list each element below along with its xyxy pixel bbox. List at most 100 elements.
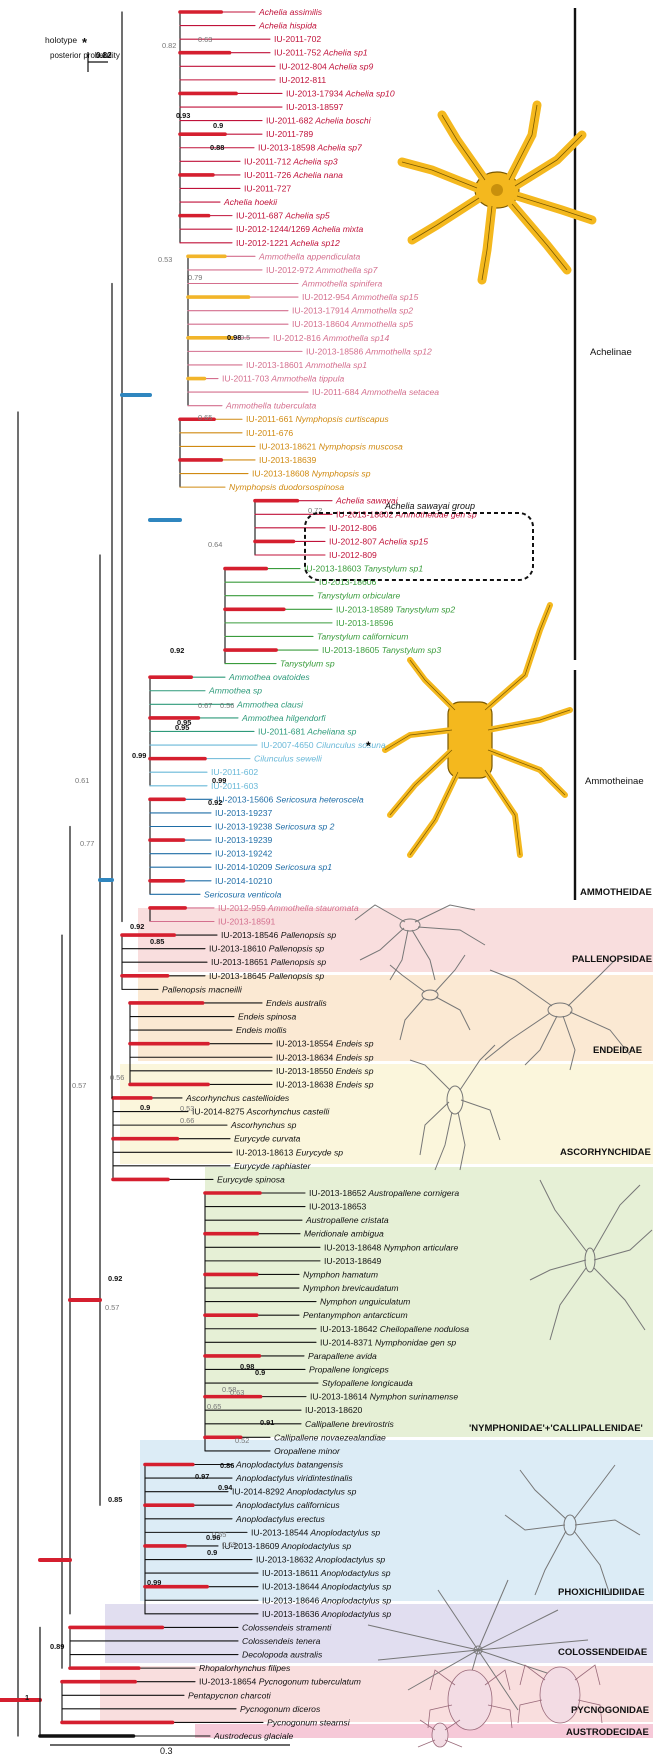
species-name: Sericosura sp1: [272, 862, 332, 872]
species-name: Austropallene cornigera: [366, 1188, 459, 1198]
species-name: Anoplodactylus sp: [308, 1527, 380, 1537]
specimen-id: IU-2013-18639: [259, 455, 317, 465]
tip-label: Austrodecus glaciale: [213, 1731, 294, 1741]
species-name: Ammothella tuberculata: [225, 401, 317, 411]
support-value: 0.88: [210, 143, 224, 152]
species-name: Tanystylum californicum: [317, 631, 408, 641]
tip-label: IU-2013-18596: [336, 618, 394, 628]
tip-label: IU-2012-1244/1269 Achelia mixta: [236, 224, 363, 234]
tip-label: Tanystylum sp: [280, 659, 335, 669]
species-name: Endeis mollis: [236, 1025, 287, 1035]
species-name: Achelia sp5: [283, 211, 330, 221]
specimen-id: IU-2013-18614: [310, 1392, 368, 1402]
tip-label: IU-2013-18620: [305, 1405, 363, 1415]
specimen-id: IU-2013-18597: [286, 102, 344, 112]
species-name: Achelia sp9: [327, 61, 374, 71]
species-name: Nymphonidae gen sp: [373, 1337, 457, 1347]
tip-label: IU-2013-18654 Pycnogonum tuberculatum: [199, 1677, 361, 1687]
species-name: Anoplodactylus californicus: [235, 1500, 340, 1510]
tip-label: IU-2014-10209 Sericosura sp1: [215, 862, 332, 872]
support-value: 0.9: [140, 1103, 150, 1112]
support-value: 0.93: [176, 111, 190, 120]
specimen-id: IU-2013-18605: [322, 645, 380, 655]
species-name: Achelia mixta: [310, 224, 363, 234]
specimen-id: IU-2011-681: [258, 726, 305, 736]
specimen-id: IU-2012-972: [266, 265, 314, 275]
specimen-id: IU-2013-18646: [262, 1595, 320, 1605]
species-name: Pallenopsis sp: [278, 930, 336, 940]
specimen-id: IU-2013-15606: [216, 794, 274, 804]
tip-label: IU-2011-752 Achelia sp1: [274, 48, 368, 58]
support-value: 0.53: [180, 1104, 194, 1113]
specimen-id: IU-2013-18608: [252, 469, 310, 479]
support-value: 0.91: [260, 1418, 274, 1427]
species-name: Rhopalorhynchus filipes: [199, 1663, 291, 1673]
species-name: Endeis sp: [333, 1039, 373, 1049]
specimen-id: IU-2013-18634: [276, 1052, 334, 1062]
species-name: Pallenopsis sp: [268, 957, 326, 967]
tip-label: IU-2013-17914 Ammothella sp2: [292, 306, 413, 316]
species-name: Oropallene minor: [274, 1446, 341, 1456]
specimen-id: IU-2012-806: [329, 523, 377, 533]
tip-label: Anoplodactylus erectus: [235, 1514, 326, 1524]
species-name: Sericosura heteroscela: [273, 794, 364, 804]
pycnogonidae-label: PYCNOGONIDAE: [571, 1705, 649, 1716]
support-value: 0.79: [188, 273, 202, 282]
tip-label: Oropallene minor: [274, 1446, 341, 1456]
ammotheidae-label: AMMOTHEIDAE: [580, 887, 652, 898]
support-value: 0.85: [108, 1495, 122, 1504]
specimen-id: IU-2013-17934: [286, 88, 344, 98]
specimen-id: IU-2013-18636: [262, 1609, 320, 1619]
specimen-id: IU-2011-703: [222, 374, 269, 384]
species-name: Anoplodactylus erectus: [235, 1514, 326, 1524]
species-name: Anoplodactylus sp: [319, 1582, 391, 1592]
specimen-id: IU-2013-19242: [215, 849, 273, 859]
support-value: 0.95: [175, 723, 189, 732]
species-name: Decolopoda australis: [242, 1650, 323, 1660]
specimen-id: IU-2013-18613: [236, 1147, 294, 1157]
specimen-id: IU-2013-19239: [215, 835, 273, 845]
tip-label: IU-2014-8371 Nymphonidae gen sp: [320, 1337, 456, 1347]
species-name: Ammothella sp5: [349, 319, 413, 329]
specimen-id: IU-2013-18544: [251, 1527, 309, 1537]
species-name: Pentapycnon charcoti: [188, 1690, 272, 1700]
support-value: 0.96: [206, 1533, 220, 1542]
specimen-id: IU-2014-10209: [215, 862, 273, 872]
ammotheinae-label: Ammotheinae: [585, 776, 644, 787]
support-value: 1: [25, 1693, 29, 1702]
ascorhynchidae-label: ASCORHYNCHIDAE: [560, 1147, 651, 1158]
support-value: 0.89: [50, 1642, 64, 1651]
tip-label: Achelia hoekii: [223, 197, 278, 207]
support-value: 0.9: [213, 121, 223, 130]
support-value: 0.66: [180, 1116, 194, 1125]
holotype-label: holotype: [45, 35, 77, 45]
specimen-id: IU-2012-804: [279, 61, 327, 71]
tip-label: Callipallene brevirostris: [305, 1419, 395, 1429]
tip-label: Pentapycnon charcoti: [188, 1690, 272, 1700]
specimen-id: IU-2013-18638: [276, 1079, 334, 1089]
tip-label: Pentanymphon antarcticum: [303, 1310, 408, 1320]
tip-label: IU-2012-972 Ammothella sp7: [266, 265, 379, 275]
specimen-id: IU-2011-702: [274, 34, 321, 44]
tip-label: Tanystylum orbiculare: [317, 591, 400, 601]
specimen-id: IU-2011-727: [244, 183, 291, 193]
support-value: 0.53: [158, 255, 172, 264]
specimen-id: IU-2013-18550: [276, 1066, 334, 1076]
tip-label: IU-2012-804 Achelia sp9: [279, 61, 373, 71]
species-name: Ascorhynchus castelli: [245, 1107, 331, 1117]
tip-label: Endeis australis: [266, 998, 327, 1008]
species-name: Ammothea ovatoides: [228, 672, 310, 682]
species-name: Tanystylum sp3: [379, 645, 441, 655]
specimen-id: IU-2012-811: [279, 75, 326, 85]
tip-label: Decolopoda australis: [242, 1650, 323, 1660]
tip-label: IU-2013-18649: [324, 1256, 382, 1266]
tip-label: IU-2013-18653: [309, 1202, 367, 1212]
tip-label: IU-2011-661 Nymphopsis curtiscapus: [246, 414, 389, 424]
tip-label: IU-2011-682 Achelia boschi: [266, 116, 372, 126]
species-name: Nymphopsis muscosa: [316, 441, 403, 451]
species-name: Nymphon surinamense: [367, 1392, 458, 1402]
tip-label: Colossendeis tenera: [242, 1636, 321, 1646]
support-value: 0.61: [75, 776, 89, 785]
tip-label: IU-2013-18614 Nymphon surinamense: [310, 1392, 458, 1402]
specimen-id: IU-2011-726: [244, 170, 291, 180]
